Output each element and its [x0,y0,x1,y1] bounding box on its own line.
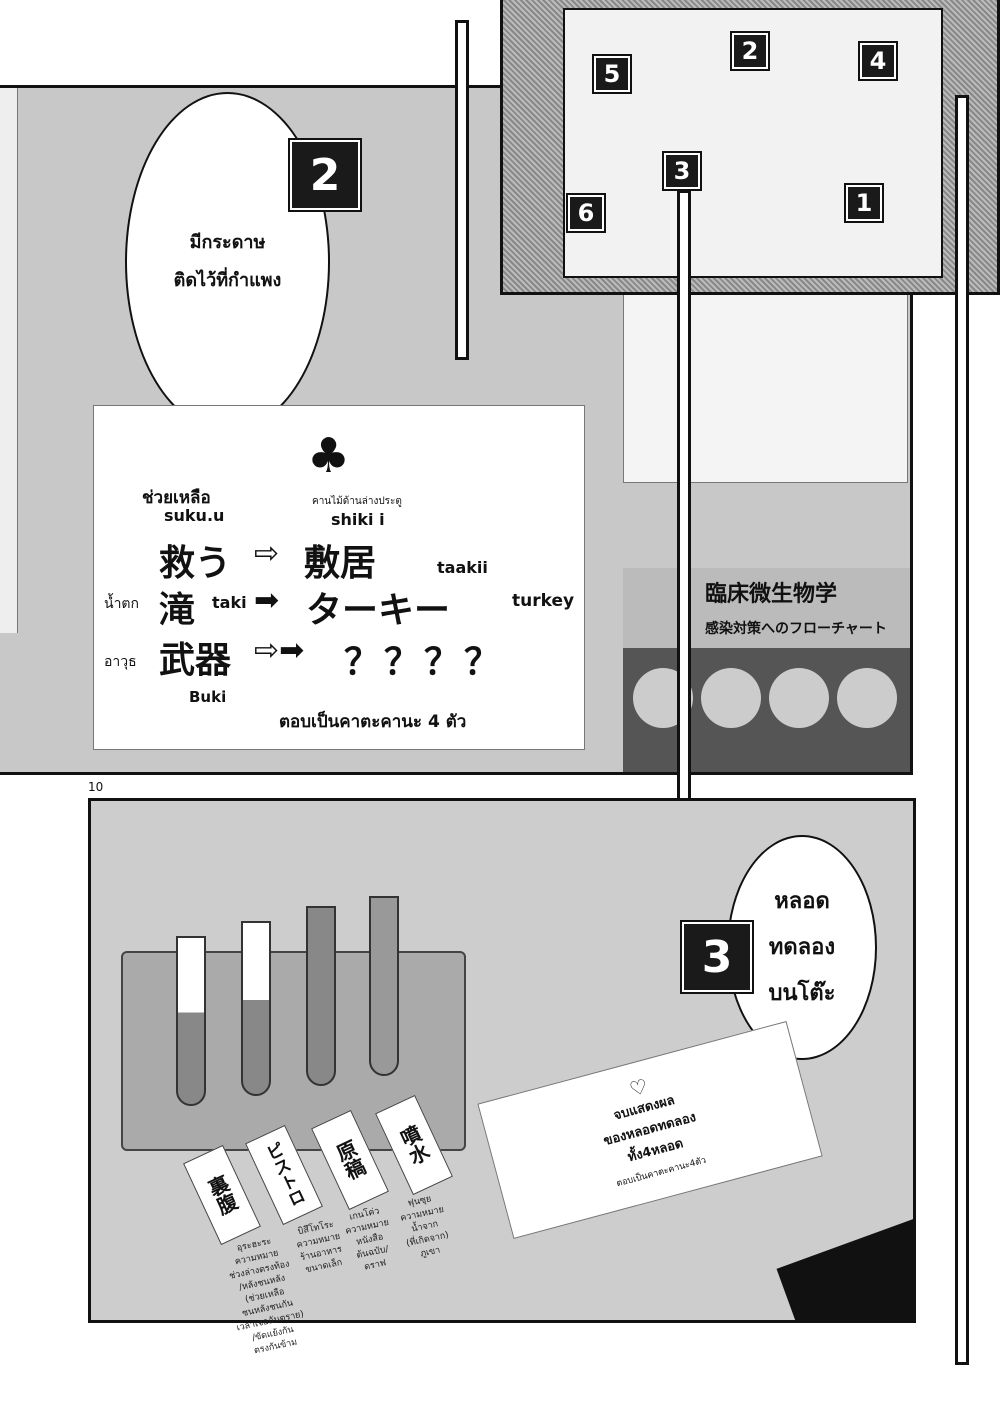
page-number: 10 [88,780,104,794]
row2-romaji: taki [212,593,247,612]
row2-result: ターキー [306,590,451,631]
marker-3-large: 3 [680,920,754,994]
row3-jp: 武器 [159,640,232,681]
row3-arrow: ⇨➡ [254,633,305,668]
right-poster: 臨床微生物学 感染対策へのフローチャート [623,568,910,772]
row1-result: 敷居 [304,543,377,584]
map-marker-5: 5 [592,54,632,94]
test-tube [176,936,206,1106]
map-marker-6: 6 [566,193,606,233]
row3-result: ？？？？ [344,642,505,683]
row2-jp: 滝 [159,590,196,631]
guide-path-2 [455,20,469,360]
bubble-line: มีกระดาษ [189,232,266,253]
poster-title: 臨床微生物学 [623,568,910,616]
table-edge [776,1200,913,1320]
guide-path-right [955,95,969,1365]
chart-poster [623,288,908,483]
row1-arrow: ⇨ [254,536,280,571]
map-marker-3: 3 [662,151,702,191]
speech-bubble-tubes: หลอด ทดลอง บนโต๊ะ [727,835,877,1060]
row3-thai: อาวุธ [104,654,137,670]
tube-label-text: 裏腹 [202,1172,241,1219]
row1-result-romaji: shiki i [331,510,385,529]
bubble-line: ติดไว้ที่กำแพง [173,270,282,291]
map-marker-2: 2 [730,31,770,71]
bubble-line: บนโต๊ะ [768,980,836,1006]
sign-footer: ตอบเป็นคาตะคานะ 4 ตัว [279,712,467,732]
test-tube [306,906,336,1086]
bubble-line: หลอด [774,888,830,914]
row3-romaji: Buki [189,688,227,706]
poster-subtitle: 感染対策へのフローチャート [623,616,910,648]
tube-label-text: 原稿 [330,1137,369,1184]
row2-thai: น้ำตก [104,596,139,612]
tube-label-text: 噴水 [394,1122,433,1169]
corkboard-left [0,88,18,633]
map-marker-4: 4 [858,41,898,81]
test-tube [369,896,399,1076]
row1-jp: 救う [159,543,232,584]
map-marker-1: 1 [844,183,884,223]
club-icon: ♣ [307,428,351,484]
test-tube [241,921,271,1096]
row2-english: turkey [512,591,575,611]
row2-arrow: ➡ [254,583,280,618]
row1-result-thai: คานไม้ด้านล่างประตู [312,496,402,507]
row2-result-romaji: taakii [437,558,488,577]
marker-2-large: 2 [288,138,362,212]
row1-romaji: suku.u [164,506,225,525]
bubble-line: ทดลอง [768,934,836,960]
wall-sign: ♣ ช่วยเหลือ suku.u คานไม้ด้านล่างประตู s… [93,405,585,750]
row1-thai: ช่วยเหลือ [142,488,211,508]
